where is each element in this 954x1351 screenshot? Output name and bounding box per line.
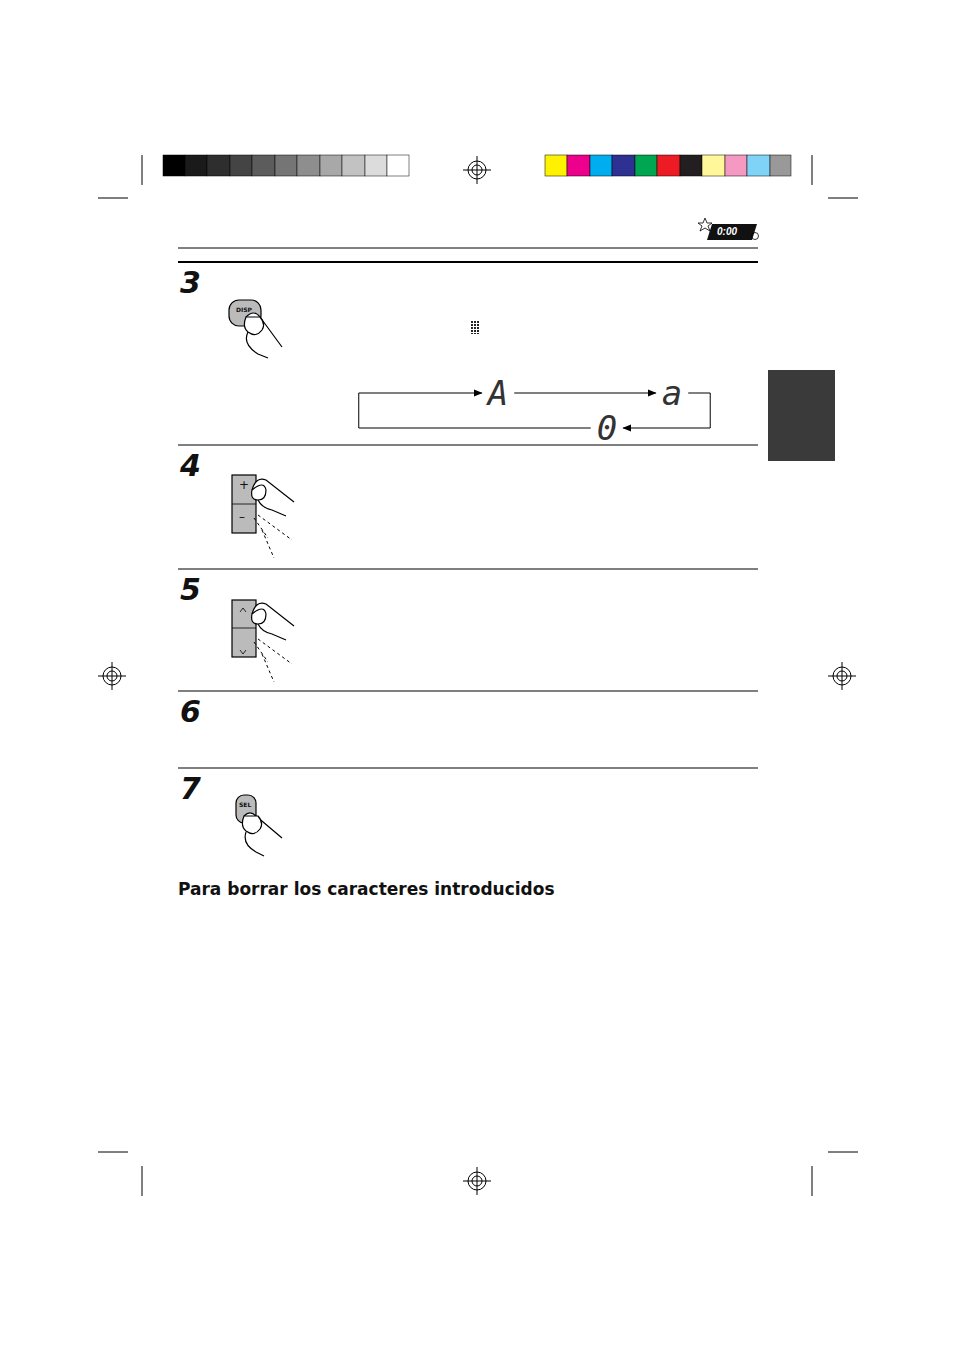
step-number: 3 <box>180 266 201 299</box>
display-character: a <box>658 375 686 411</box>
cycle-arrow <box>359 393 591 428</box>
character-text: 0 <box>597 410 617 446</box>
step-number: 7 <box>180 772 201 805</box>
character-text: A <box>488 375 508 411</box>
button-label: DISP <box>236 307 252 314</box>
display-character: 0 <box>593 410 621 446</box>
display-clock-text: 0:00 <box>717 226 737 237</box>
step-number: 4 <box>180 449 201 482</box>
step-number: 6 <box>180 695 201 728</box>
button-label: + <box>239 479 249 492</box>
step-number: 5 <box>180 573 201 606</box>
display-character: A <box>484 375 512 411</box>
cycle-arrow <box>514 393 656 394</box>
button-label: – <box>239 511 245 524</box>
section-heading: Para borrar los caracteres introducidos <box>178 880 555 899</box>
button-label: SEL <box>239 802 251 809</box>
character-text: a <box>662 375 682 411</box>
